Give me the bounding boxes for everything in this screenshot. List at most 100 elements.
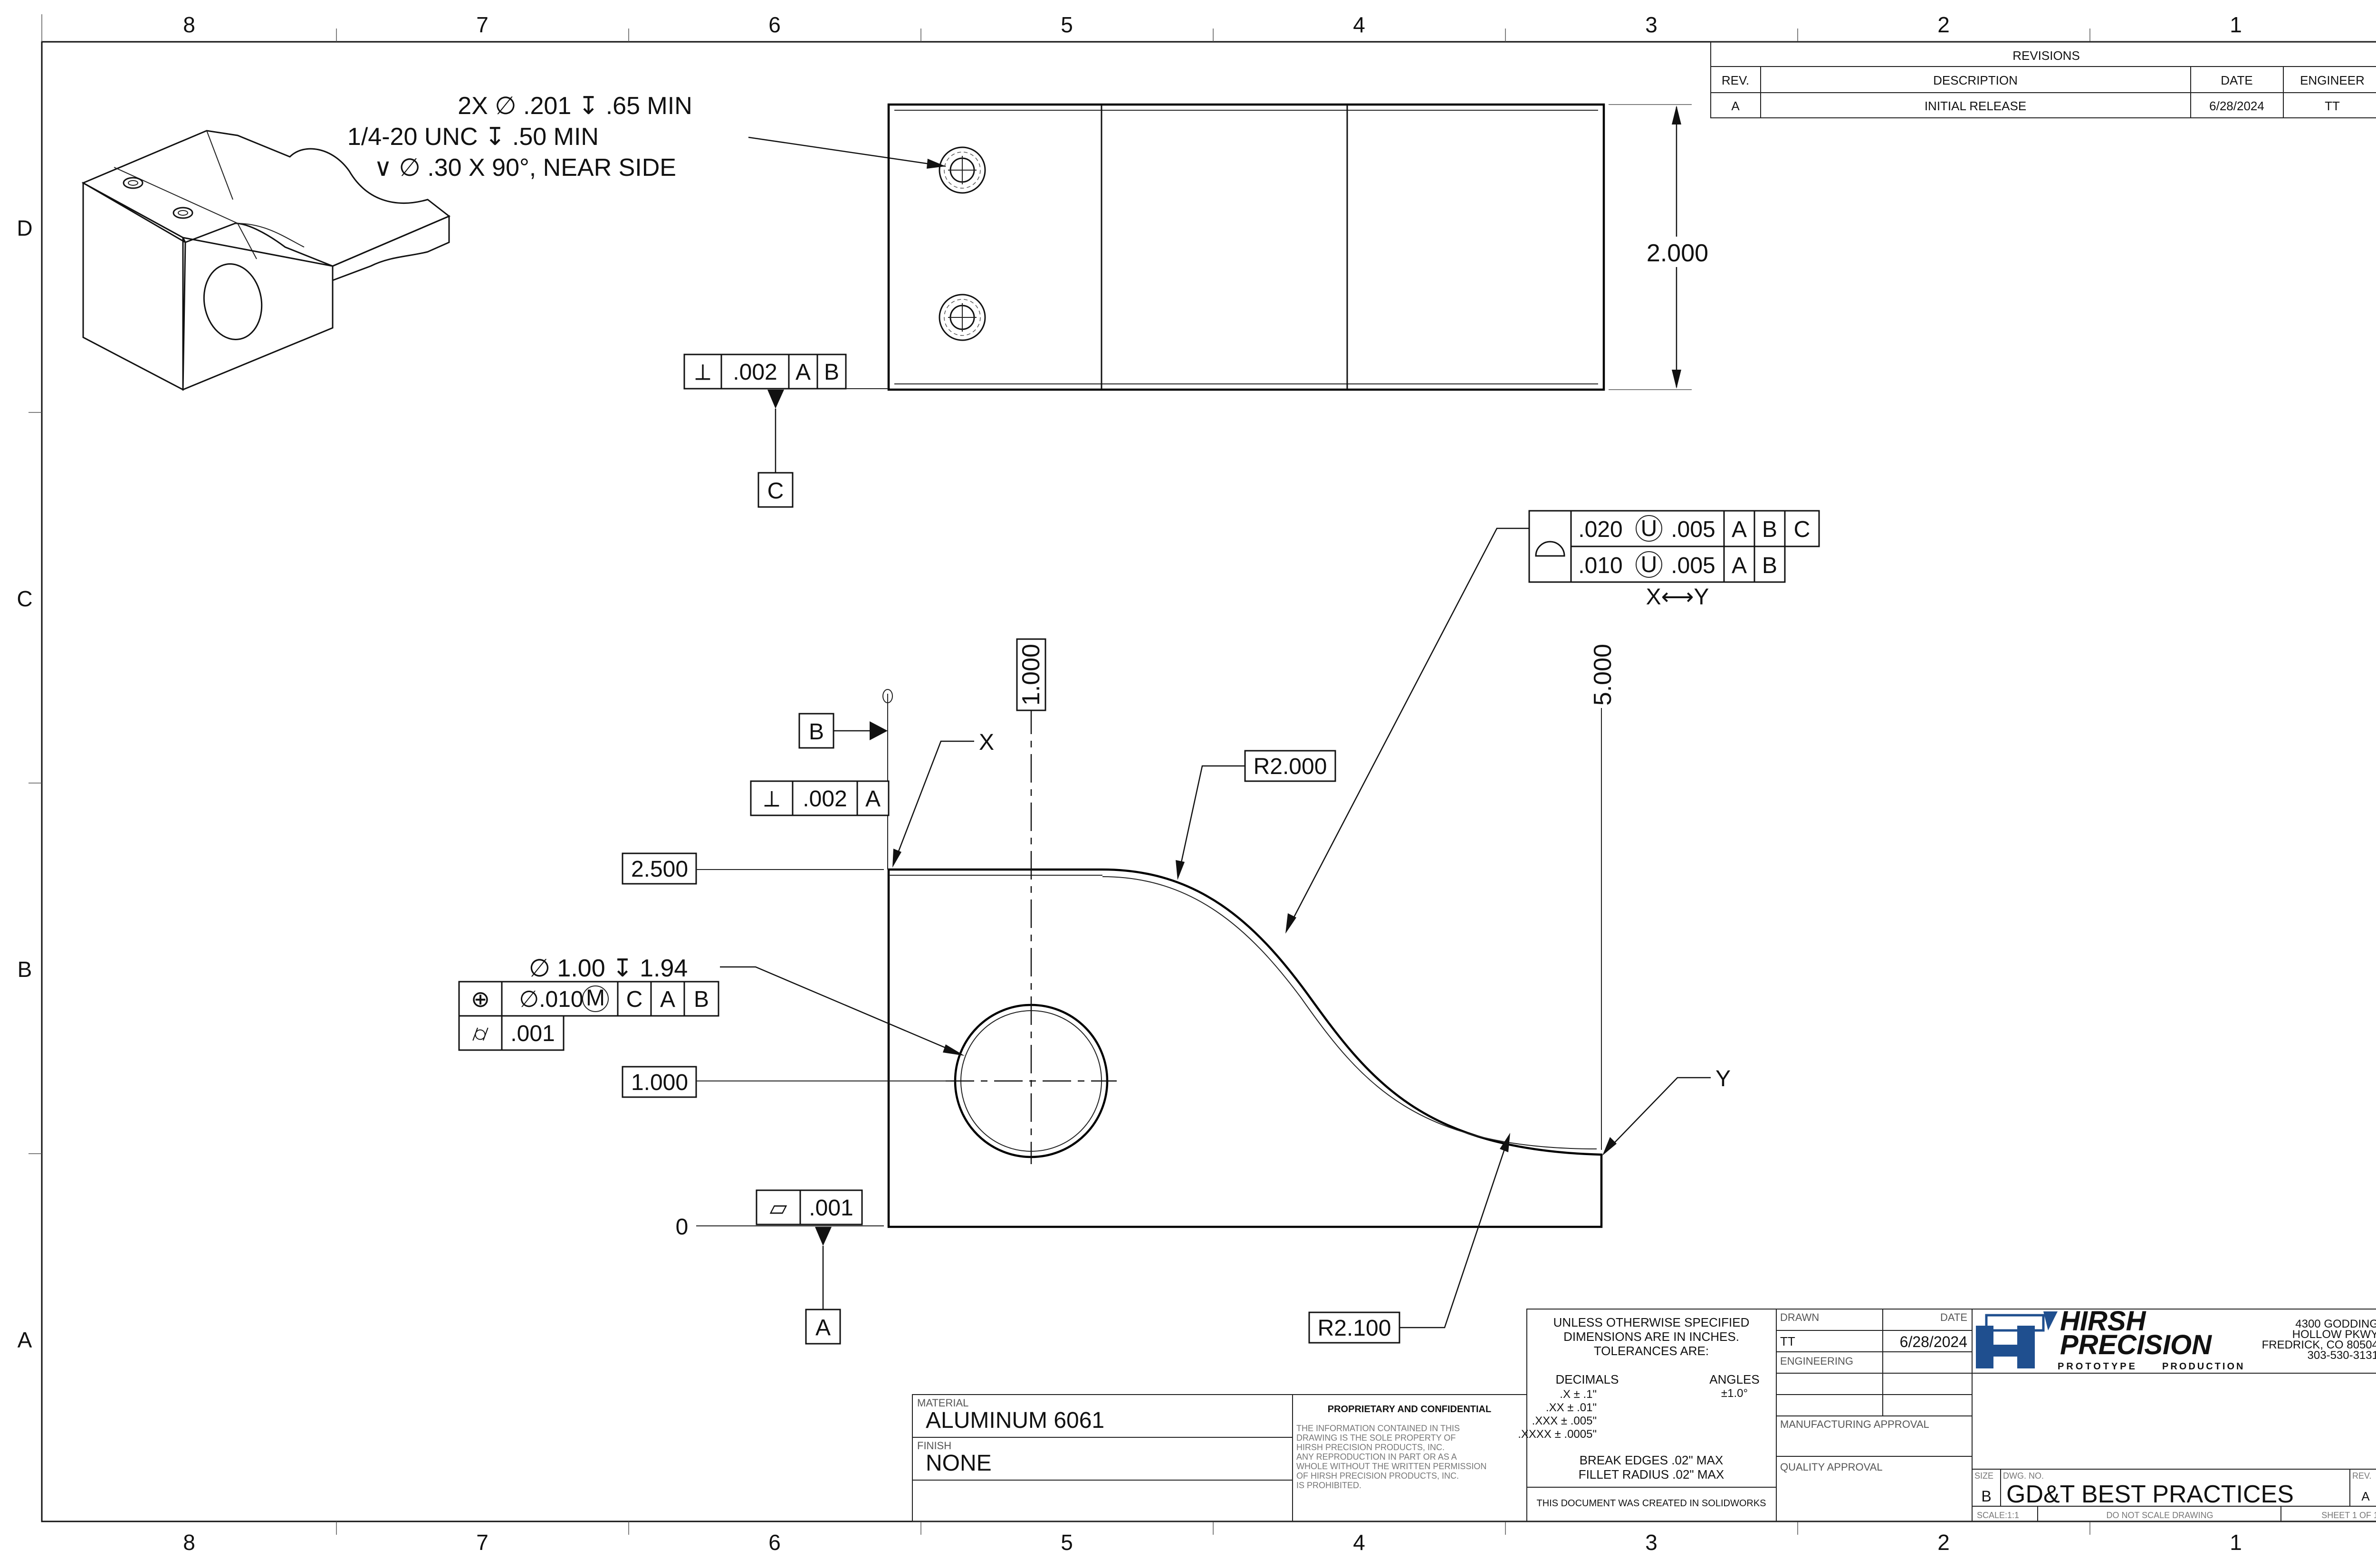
cylindricity-symbol: ⌭: [472, 1021, 489, 1046]
tol-line3: TOLERANCES ARE:: [1594, 1344, 1709, 1358]
material-label: MATERIAL: [917, 1397, 968, 1409]
rev-cell: 6/28/2024: [2209, 99, 2264, 113]
tol-d4: .XXXX ± .0005": [1518, 1428, 1597, 1441]
hole-note: ∅ 1.00 ↧ 1.94: [529, 955, 688, 982]
dim-1-000: 1.000: [631, 1070, 688, 1095]
front-view: 1.000 5.000 B X ⟂ .002 A 2.500 R2.000: [458, 510, 1820, 1345]
address-line: HOLLOW PKWY: [2292, 1328, 2376, 1341]
zone-labels-bottom: 8 7 6 5 4 3 2 1: [183, 1530, 2242, 1555]
profile-row1-modifier: U: [1641, 516, 1657, 541]
flatness-symbol: ▱: [770, 1195, 787, 1221]
size-label: SIZE: [1974, 1471, 1993, 1481]
profile-row2-modifier: U: [1641, 552, 1657, 577]
dim-vertical-1: 1.000: [1017, 644, 1045, 706]
zone-row-c: C: [17, 586, 32, 611]
zone-col-5: 5: [1061, 12, 1073, 37]
position-datum-c: C: [626, 987, 643, 1012]
profile-row1-tolerance: .020: [1578, 517, 1622, 542]
zone-labels-left: D C B A: [17, 216, 32, 1352]
position-datum-b: B: [694, 987, 709, 1012]
proprietary-line: WHOLE WITHOUT THE WRITTEN PERMISSION: [1296, 1462, 1486, 1471]
proprietary-text: THE INFORMATION CONTAINED IN THIS DRAWIN…: [1296, 1424, 1486, 1490]
rev-header-date: DATE: [2221, 73, 2252, 87]
top-view: 2.000 ⟂ .002 A B C: [683, 103, 1718, 508]
tol-line1: UNLESS OTHERWISE SPECIFIED: [1553, 1315, 1750, 1329]
flatness-tolerance: .001: [809, 1195, 853, 1221]
zone-col-8: 8: [183, 1530, 195, 1555]
company-name-1: HIRSH: [2060, 1306, 2146, 1337]
rev-value: A: [2361, 1489, 2370, 1503]
top-perp-tolerance: .002: [733, 360, 777, 385]
zone-col-6: 6: [768, 1530, 781, 1555]
zone-col-2: 2: [1937, 12, 1950, 37]
position-modifier: M: [586, 985, 605, 1011]
proprietary-line: HIRSH PRECISION PRODUCTS, INC.: [1296, 1443, 1445, 1452]
rev-cell: A: [1731, 99, 1740, 113]
dwg-no-label: DWG. NO.: [2003, 1471, 2044, 1481]
rev-header-description: DESCRIPTION: [1933, 73, 2018, 87]
profile-row2-datum-b: B: [1762, 553, 1777, 578]
drawing-title: GD&T BEST PRACTICES: [2006, 1481, 2294, 1508]
zone-labels-top: 8 7 6 5 4 3 2 1: [183, 12, 2242, 37]
tol-angles-label: ANGLES: [1709, 1372, 1760, 1386]
proprietary-title: PROPRIETARY AND CONFIDENTIAL: [1328, 1404, 1491, 1415]
profile-row1-datum-b: B: [1762, 517, 1777, 542]
proprietary-line: THE INFORMATION CONTAINED IN THIS: [1296, 1424, 1460, 1433]
proprietary-line: OF HIRSH PRECISION PRODUCTS, INC.: [1296, 1471, 1459, 1481]
zone-row-d: D: [17, 216, 32, 240]
front-perp-symbol: ⟂: [764, 786, 779, 812]
rev-cell: TT: [2325, 99, 2340, 113]
zone-col-3: 3: [1645, 1530, 1657, 1555]
zone-col-7: 7: [476, 1530, 489, 1555]
engineering-label: ENGINEERING: [1780, 1355, 1853, 1367]
zone-col-3: 3: [1645, 12, 1657, 37]
zone-row-b: B: [18, 957, 32, 982]
address-line: 303-530-3131: [2308, 1349, 2376, 1362]
tagline-right: PRODUCTION: [2162, 1361, 2245, 1372]
profile-row1-datum-a: A: [1732, 517, 1747, 542]
tol-solidworks: THIS DOCUMENT WAS CREATED IN SOLIDWORKS: [1537, 1498, 1766, 1509]
zone-col-7: 7: [476, 12, 489, 37]
company-name-2: PRECISION: [2060, 1329, 2212, 1360]
tol-angles-value: ±1.0°: [1721, 1387, 1748, 1400]
company-logo-icon: HIRSH PRECISION PROTOTYPE PRODUCTION: [1976, 1306, 2245, 1372]
rev-header-engineer: ENGINEER: [2300, 73, 2365, 87]
rev-header-rev: REV.: [1722, 73, 1749, 87]
rev-cell: INITIAL RELEASE: [1925, 99, 2026, 113]
manufacturing-label: MANUFACTURING APPROVAL: [1780, 1418, 1929, 1430]
position-symbol: ⊕: [471, 987, 490, 1012]
top-perp-datum-a: A: [795, 360, 811, 385]
zone-col-6: 6: [768, 12, 781, 37]
profile-row1-datum-c: C: [1794, 517, 1811, 542]
datum-c-label: C: [767, 478, 784, 504]
top-view-height-dim: 2.000: [1647, 239, 1708, 267]
tol-d2: .XX ± .01": [1546, 1401, 1597, 1414]
zone-col-1: 1: [2230, 12, 2242, 37]
leader-y-label: Y: [1715, 1066, 1731, 1091]
profile-row1-offset: .005: [1671, 517, 1715, 542]
tol-d1: .X ± .1": [1560, 1388, 1597, 1401]
zone-col-4: 4: [1353, 1530, 1365, 1555]
drawn-by: TT: [1780, 1334, 1795, 1348]
zone-col-4: 4: [1353, 12, 1365, 37]
proprietary-line: ANY REPRODUCTION IN PART OR AS A: [1296, 1452, 1457, 1462]
sheet-number: SHEET 1 OF 1: [2321, 1511, 2376, 1520]
leader-x-label: X: [979, 730, 994, 755]
radius-2-100: R2.100: [1318, 1316, 1391, 1341]
sheet-border: [29, 14, 2376, 1535]
proprietary-line: IS PROHIBITED.: [1296, 1481, 1361, 1490]
profile-row2-datum-a: A: [1732, 553, 1747, 578]
tol-fillet-radius: FILLET RADIUS .02" MAX: [1579, 1467, 1724, 1482]
position-datum-a: A: [660, 987, 675, 1012]
zone-row-a: A: [18, 1328, 32, 1352]
hole-callout: 2X ∅ .201 ↧ .65 MIN 1/4-20 UNC ↧ .50 MIN…: [347, 92, 946, 182]
top-perp-symbol: ⟂: [695, 360, 710, 385]
date-label: DATE: [1940, 1311, 1967, 1323]
datum-b-label: B: [809, 719, 824, 745]
title-block: MATERIAL ALUMINUM 6061 FINISH NONE PROPR…: [912, 1306, 2376, 1522]
revisions-title: REVISIONS: [2012, 48, 2080, 63]
tol-d3: .XXX ± .005": [1532, 1415, 1597, 1427]
dim-2-500: 2.500: [631, 857, 688, 882]
radius-2-000: R2.000: [1254, 754, 1327, 779]
